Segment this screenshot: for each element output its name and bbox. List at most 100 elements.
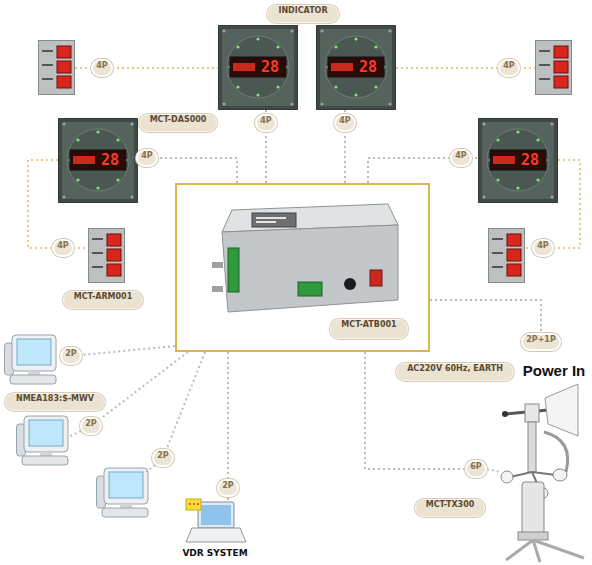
signal-cable — [265, 132, 267, 183]
model-label-pill: MCT-TX300 — [415, 499, 486, 517]
pin-count: 4P — [260, 116, 271, 125]
note-dot — [189, 503, 191, 505]
pin-count-badge: 2P — [60, 347, 81, 365]
model-label-pill: MCT-DAS000 — [139, 114, 218, 132]
mount-tab — [212, 286, 223, 292]
vane-fin — [545, 384, 578, 436]
model-name: AC220V 60Hz, EARTH — [407, 364, 503, 373]
indicator-unit — [58, 118, 138, 203]
wire — [70, 431, 81, 436]
mount-tab — [212, 262, 223, 268]
wire — [28, 160, 58, 248]
pin-count-badge: 2P — [80, 417, 101, 435]
model-name: MCT-TX300 — [426, 500, 475, 509]
signal-cable — [368, 158, 450, 183]
vane-hub — [525, 404, 539, 422]
signal-cable — [102, 352, 188, 418]
pin-count: 2P+1P — [526, 335, 556, 344]
laptop-screen — [201, 505, 231, 525]
wire — [73, 247, 88, 249]
sensor-base — [518, 532, 548, 540]
note-dot — [193, 503, 195, 505]
wire — [75, 67, 92, 69]
pin-count-badge: 2P+1P — [521, 333, 561, 351]
wire — [396, 67, 499, 69]
vdr-laptop — [186, 499, 246, 542]
wind-sensor — [501, 384, 584, 562]
computer-icon — [17, 416, 69, 465]
display-reading: 28 — [261, 58, 279, 76]
alarm-panel — [536, 41, 572, 95]
model-label-pill: INDICATOR — [267, 5, 338, 23]
note-dot — [197, 503, 199, 505]
pin-count-badge: 2P — [217, 479, 238, 497]
plate-line — [256, 221, 276, 223]
pin-count: 4P — [455, 151, 466, 160]
computer-icon — [5, 335, 57, 384]
wire — [112, 67, 218, 69]
pin-count: 2P — [65, 349, 76, 358]
cup-arm — [532, 472, 556, 475]
pin-count: 4P — [141, 151, 152, 160]
pin-count: 4P — [339, 116, 350, 125]
terminal-block — [228, 248, 239, 292]
tripod-leg — [533, 540, 584, 558]
indicator-unit — [316, 25, 396, 110]
display-reading: 28 — [101, 151, 119, 169]
pin-count-badge: 4P — [450, 149, 471, 167]
wire — [344, 110, 346, 113]
wire — [487, 469, 500, 472]
terminal-box-device — [212, 204, 398, 312]
computer-icon — [97, 468, 149, 517]
wire — [265, 110, 267, 113]
tripod-leg — [533, 540, 540, 562]
pin-count-badge: 6P — [465, 460, 486, 478]
model-name: MCT-ARM001 — [74, 292, 132, 301]
indicator-unit — [478, 118, 558, 203]
anemometer-cup — [553, 469, 567, 481]
laptop-base — [186, 528, 246, 542]
pin-count: 4P — [503, 61, 514, 70]
sensor-mast — [528, 422, 536, 472]
model-name: MCT-DAS000 — [150, 115, 207, 124]
alarm-panel — [39, 41, 75, 95]
pin-count: 4P — [96, 61, 107, 70]
wire — [227, 498, 229, 502]
display-reading: 28 — [359, 58, 377, 76]
pin-count-badge: 2P — [152, 449, 173, 467]
power-caption: Power In — [523, 362, 586, 379]
plate-line — [256, 217, 286, 219]
wire — [553, 160, 580, 248]
model-label-pill: MCT-ARM001 — [63, 291, 143, 309]
device-caption: VDR SYSTEM — [182, 548, 247, 558]
name-plate — [252, 213, 296, 227]
signal-cable — [344, 132, 346, 183]
signal-cable — [82, 346, 175, 355]
pin-count-badge: 4P — [91, 59, 112, 77]
pin-count-badge: 4P — [498, 59, 519, 77]
sensor-body — [522, 482, 544, 534]
model-label-pill: AC220V 60Hz, EARTH — [396, 363, 514, 381]
signal-cable — [167, 352, 205, 449]
wiring — [28, 68, 580, 502]
pin-count-badge: 4P — [334, 114, 355, 132]
sticky-note — [186, 499, 201, 510]
pin-count: 6P — [470, 462, 481, 471]
cable-gland — [344, 278, 356, 290]
pin-count: 2P — [85, 419, 96, 428]
display-reading: 28 — [521, 151, 539, 169]
wire — [146, 465, 155, 472]
power-switch — [370, 270, 382, 286]
signal-cable — [430, 300, 541, 333]
pin-count: 4P — [537, 241, 548, 250]
model-name: INDICATOR — [278, 6, 327, 15]
pin-count-badge: 4P — [52, 239, 73, 257]
pin-count: 2P — [157, 451, 168, 460]
tripod-leg — [506, 540, 533, 560]
wire — [519, 67, 535, 69]
alarm-panel — [89, 229, 125, 283]
pin-count-badge: 4P — [532, 239, 553, 257]
